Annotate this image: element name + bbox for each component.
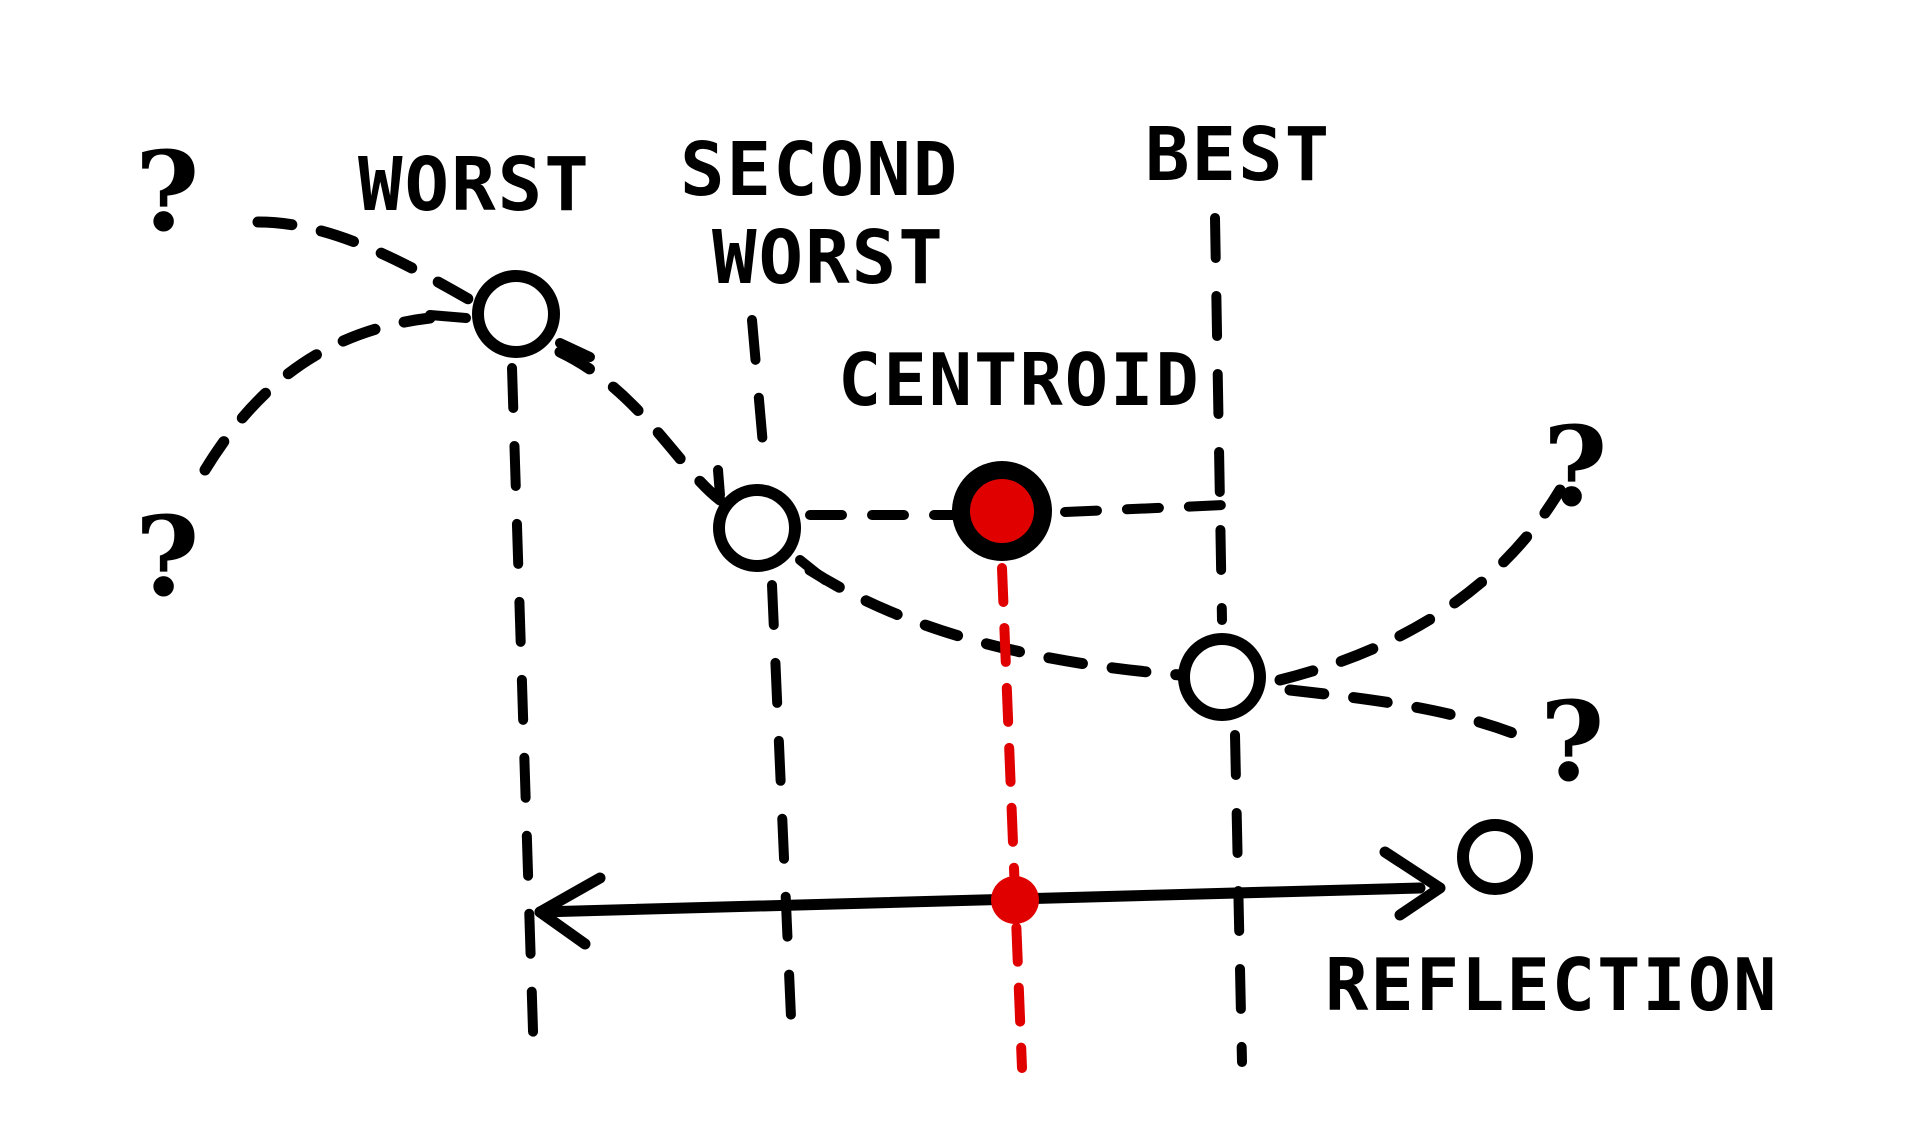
label-worst: WORST: [358, 142, 591, 228]
projection-worst: [507, 363, 539, 1067]
curve-branch-lower-right: [1284, 684, 1536, 746]
curve-worst-to-second: [554, 346, 726, 506]
point-reflection: [1457, 819, 1533, 895]
point-centroid: [952, 461, 1052, 561]
label-reflection: REFLECTION: [1325, 943, 1778, 1027]
unknown-marker-bottom-right: ?: [1540, 677, 1604, 806]
point-best: [1178, 633, 1266, 721]
projection-lines: [507, 213, 1247, 1067]
projection-best-upper: [1210, 213, 1227, 625]
centroid-level-line: [805, 500, 1230, 520]
curve-branch-lower-left: [199, 312, 436, 476]
projection-best-lower: [1230, 730, 1247, 1067]
simplex-points: [472, 270, 1533, 895]
centroid-on-axis-dot: [991, 876, 1039, 924]
point-ticks: [425, 310, 830, 585]
label-best: BEST: [1145, 112, 1331, 198]
projection-second-worst-lower: [767, 580, 797, 1045]
reflection-axis: [534, 882, 1426, 918]
projection-second-worst-upper: [747, 315, 770, 473]
curve-second-to-best: [804, 564, 1186, 681]
reflection-arrow: [534, 846, 1446, 950]
projection-centroid: [997, 563, 1027, 1073]
arrowhead-left: [534, 872, 606, 950]
unknown-marker-top-left: ?: [135, 127, 199, 256]
arrowhead-right: [1379, 846, 1446, 921]
point-worst: [472, 270, 560, 358]
point-second-worst: [713, 484, 801, 572]
curve-branch-upper-left: [252, 216, 476, 306]
unknown-marker-top-right: ?: [1543, 402, 1607, 531]
unknown-marker-left: ?: [135, 492, 199, 621]
label-second-worst-line1: SECOND: [680, 127, 959, 213]
label-second-worst-line2: WORST: [712, 215, 945, 301]
objective-curve: [199, 216, 1566, 746]
curve-branch-upper-right: [1274, 484, 1566, 686]
label-centroid: CENTROID: [838, 338, 1201, 422]
